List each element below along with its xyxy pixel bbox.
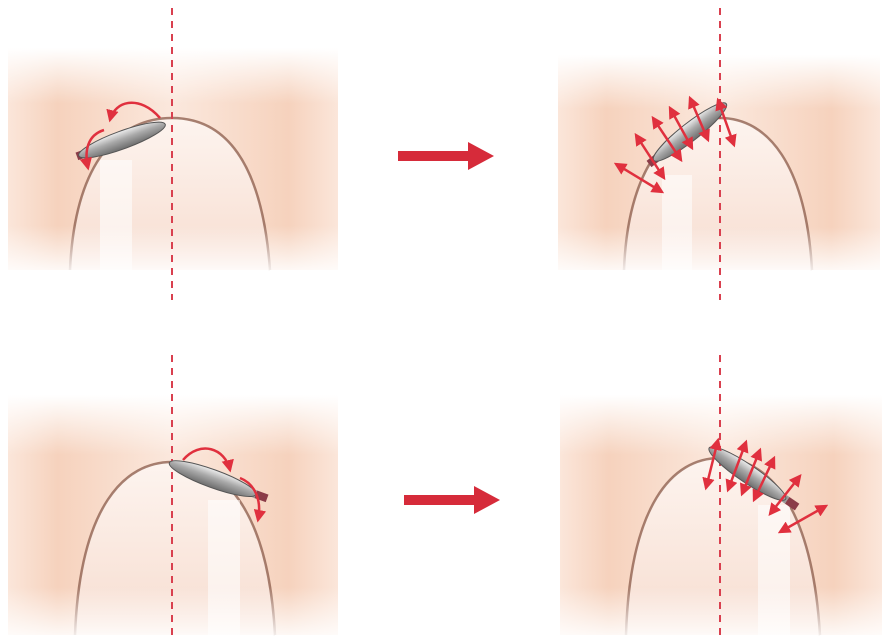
panel-top-right — [558, 8, 880, 300]
panel-bottom-right — [560, 355, 882, 638]
panel-top-left — [8, 8, 338, 300]
right-arrow-icon — [404, 486, 500, 514]
panel-bottom-left — [8, 355, 338, 638]
right-arrow-icon — [398, 142, 494, 170]
gingival-tissue — [8, 48, 338, 270]
